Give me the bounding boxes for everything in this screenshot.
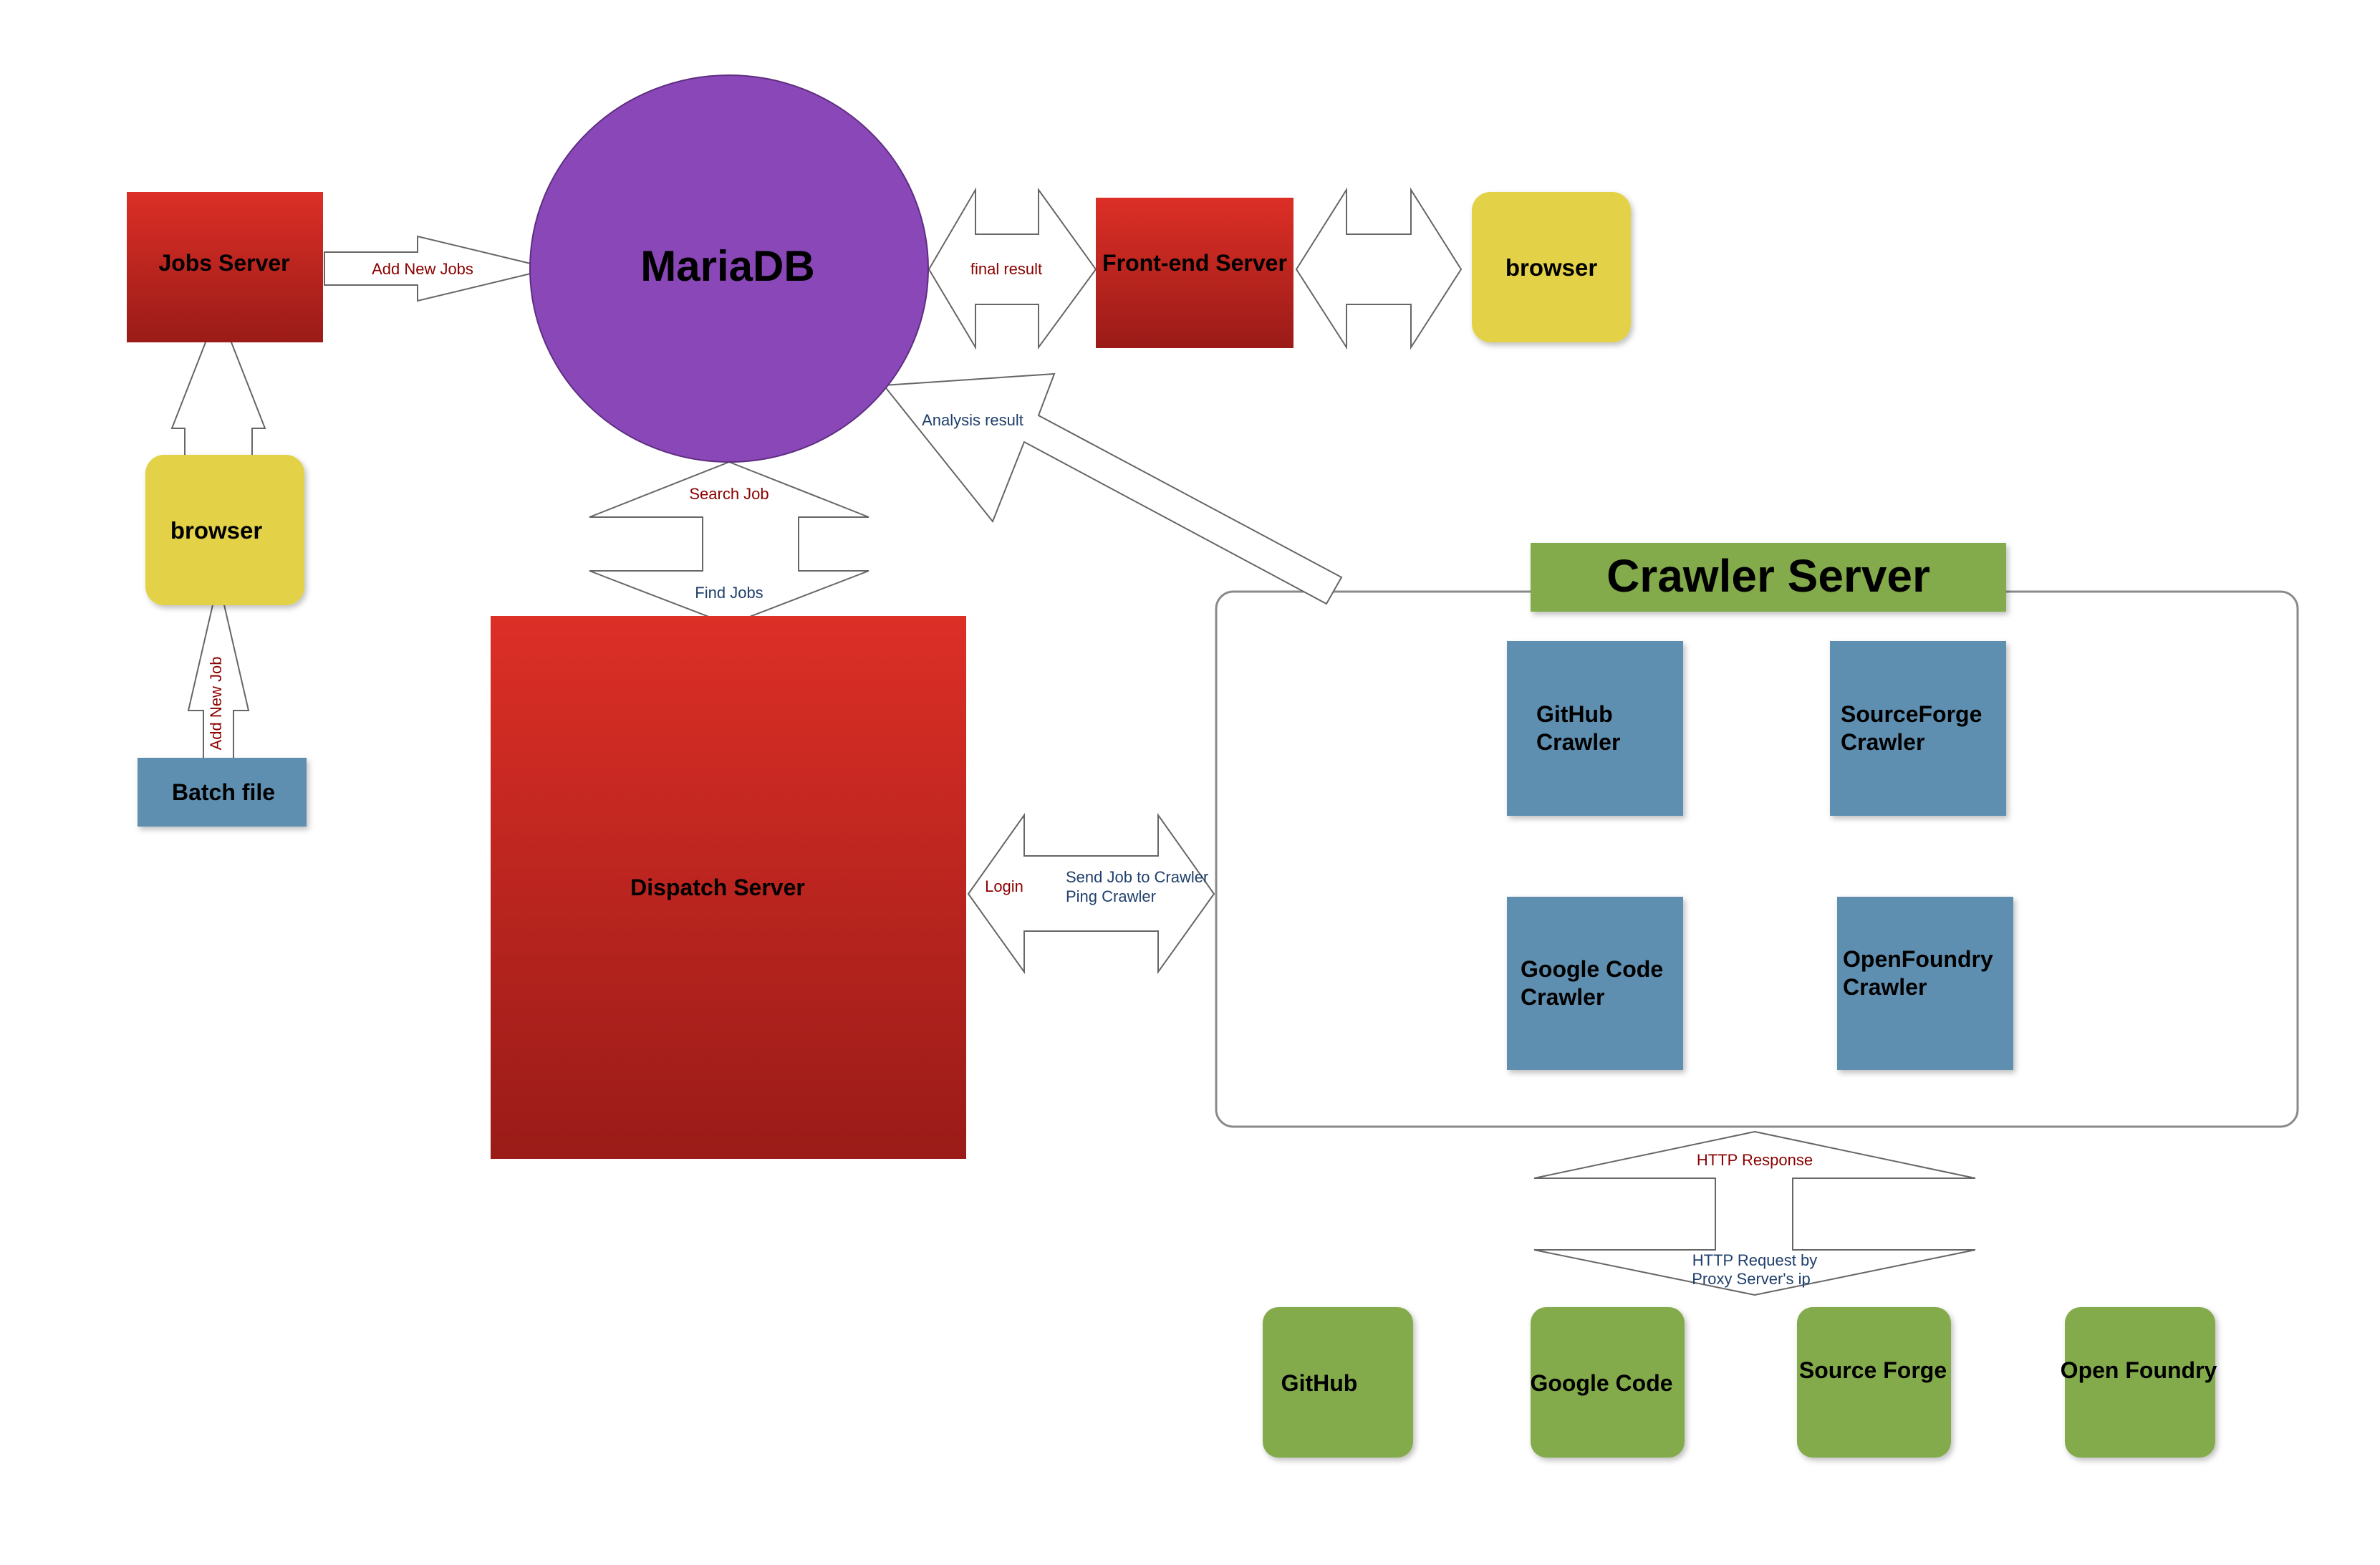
analysis-result-arrow xyxy=(882,372,1343,605)
final-result-label: final result xyxy=(970,260,1042,278)
mariadb-label: MariaDB xyxy=(640,242,814,290)
github-crawler-label-line1: GitHub xyxy=(1536,701,1613,727)
github-label: GitHub xyxy=(1281,1370,1358,1396)
add-new-jobs-label: Add New Jobs xyxy=(372,260,473,278)
sourceforge-crawler-node xyxy=(1830,641,2006,816)
crawler-server-container xyxy=(1215,590,2299,1128)
frontend-server-node xyxy=(1096,198,1293,348)
http-request-label: HTTP Request by xyxy=(1692,1251,1817,1269)
jobs-server-label: Jobs Server xyxy=(158,250,289,276)
google-code-label: Google Code xyxy=(1530,1370,1672,1396)
google-code-node xyxy=(1531,1307,1685,1458)
http-arrow xyxy=(1533,1130,1976,1296)
googlecode-crawler-label-line1: Google Code xyxy=(1521,956,1663,982)
proxy-ip-label: Proxy Server's ip xyxy=(1692,1270,1811,1288)
add-new-job-label: Add New Job xyxy=(207,657,225,751)
github-node xyxy=(1263,1307,1413,1458)
dispatch-server-node xyxy=(491,616,966,1159)
crawler-server-title-bar xyxy=(1531,543,2006,612)
github-crawler-node xyxy=(1507,641,1683,816)
login-label: Login xyxy=(985,877,1023,895)
http-response-label: HTTP Response xyxy=(1697,1151,1813,1169)
open-foundry-label: Open Foundry xyxy=(2061,1357,2217,1383)
add-new-job-arrow xyxy=(187,579,250,761)
browser-left-node xyxy=(145,455,304,605)
googlecode-crawler-node xyxy=(1507,897,1683,1070)
ping-crawler-label: Ping Crawler xyxy=(1066,887,1156,905)
openfoundry-crawler-node xyxy=(1837,897,2013,1070)
googlecode-crawler-label-line2: Crawler xyxy=(1521,984,1604,1010)
source-forge-label: Source Forge xyxy=(1799,1357,1947,1383)
jobs-server-node xyxy=(127,192,323,342)
send-job-label: Send Job to Crawler xyxy=(1066,868,1208,886)
batch-file-node xyxy=(138,758,307,827)
browser-top-label: browser xyxy=(1505,254,1598,281)
open-foundry-node xyxy=(2065,1307,2215,1458)
browser-top-node xyxy=(1472,192,1631,342)
github-crawler-label-line2: Crawler xyxy=(1536,729,1620,755)
add-new-jobs-arrow xyxy=(324,235,552,302)
find-jobs-label: Find Jobs xyxy=(695,584,763,602)
openfoundry-crawler-label-line2: Crawler xyxy=(1843,974,1927,1000)
mariadb-node xyxy=(529,74,929,463)
search-job-label: Search Job xyxy=(689,485,769,503)
analysis-result-label: Analysis result xyxy=(922,411,1023,429)
dispatch-crawler-arrow xyxy=(967,812,1215,975)
source-forge-node xyxy=(1797,1307,1951,1458)
batch-file-label: Batch file xyxy=(172,779,275,805)
frontend-server-label: Front-end Server xyxy=(1102,250,1287,276)
sourceforge-crawler-label-line1: SourceForge xyxy=(1841,701,1982,727)
browser-left-label: browser xyxy=(170,517,263,544)
crawler-server-title: Crawler Server xyxy=(1606,550,1930,602)
openfoundry-crawler-label-line1: OpenFoundry xyxy=(1843,946,1993,972)
frontend-browser-arrow xyxy=(1295,187,1463,350)
sourceforge-crawler-label-line2: Crawler xyxy=(1841,729,1924,755)
dispatch-server-label: Dispatch Server xyxy=(630,875,805,900)
